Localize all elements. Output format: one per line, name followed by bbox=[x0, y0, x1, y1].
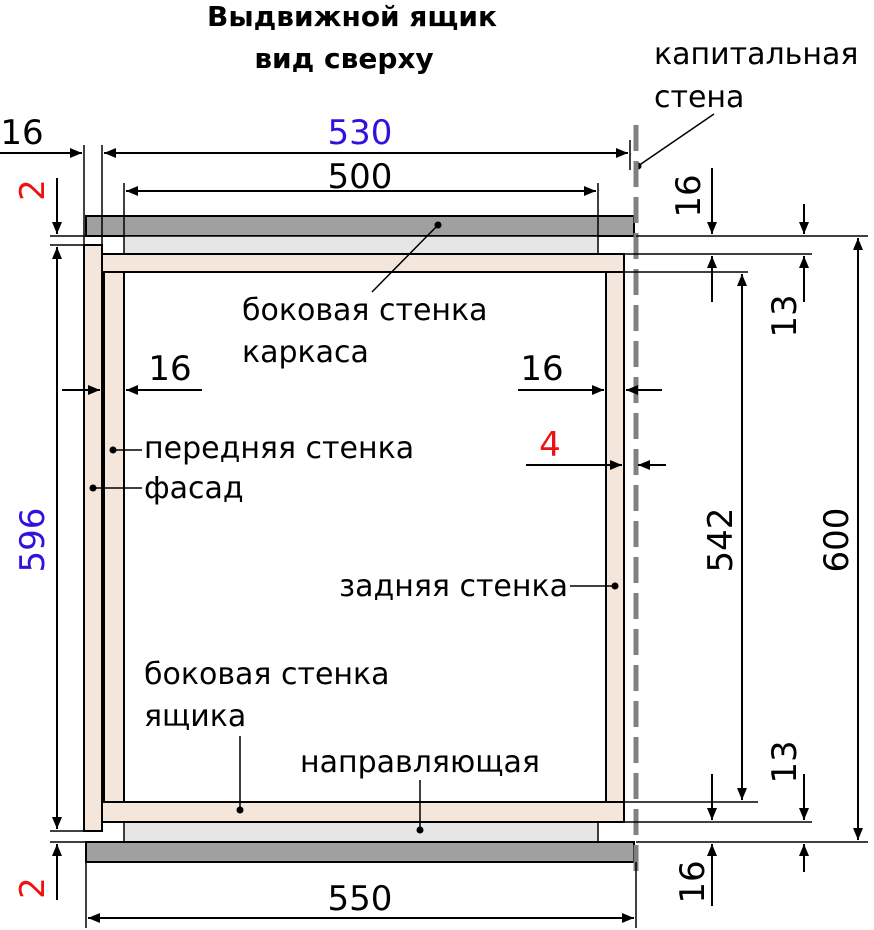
dim-596-label: 596 bbox=[13, 508, 53, 573]
rail-leader-dot bbox=[416, 826, 424, 834]
dim-16-inner-left-label: 16 bbox=[148, 349, 191, 389]
drawer-back-wall bbox=[605, 271, 625, 803]
front-wall-label: передняя стенка bbox=[144, 431, 414, 466]
drawer-front-wall bbox=[103, 271, 125, 803]
dim-16-top-left-label: 16 bbox=[0, 113, 43, 153]
dim-4-label: 4 bbox=[539, 425, 561, 465]
frame-side-leader-line bbox=[371, 224, 439, 293]
drawer-side-label-line-1: боковая стенка bbox=[144, 657, 390, 692]
dim-13-bottom-label: 13 bbox=[765, 740, 805, 783]
top-rail-outer bbox=[85, 215, 635, 237]
dim-2-bottom-label: 2 bbox=[13, 877, 53, 899]
front-wall-leader-dot bbox=[109, 446, 117, 454]
top-rail-inner bbox=[123, 235, 599, 255]
dim-16-right-bottom-label: 16 bbox=[673, 860, 713, 903]
drawer-side-leader-dot bbox=[236, 806, 244, 814]
dim-500-label: 500 bbox=[328, 157, 393, 197]
drawer-side-label-line-2: ящика bbox=[144, 699, 246, 734]
rail-label: направляющая bbox=[300, 745, 540, 780]
dim-13-top-label: 13 bbox=[765, 294, 805, 337]
dim-550-label: 550 bbox=[328, 879, 393, 919]
facade-leader-dot bbox=[89, 484, 97, 492]
bottom-rail-inner bbox=[123, 821, 599, 843]
wall-label-line-2: стена bbox=[654, 80, 744, 115]
dim-2-top-label: 2 bbox=[13, 179, 53, 201]
dim-16-right-top-label: 16 bbox=[669, 174, 709, 217]
frame-side-label-line-2: каркаса bbox=[242, 335, 369, 370]
wall-label-line-1: капитальная bbox=[654, 37, 858, 72]
dim-542-label: 542 bbox=[701, 508, 741, 573]
drawer-side-bottom bbox=[101, 801, 625, 823]
title-line-1: Выдвижной ящик bbox=[207, 0, 497, 33]
back-wall-leader-dot bbox=[611, 582, 619, 590]
frame-side-label-line-1: боковая стенка bbox=[242, 293, 488, 328]
dim-530-label: 530 bbox=[328, 113, 393, 153]
facade-label: фасад bbox=[144, 471, 244, 506]
dim-600-label: 600 bbox=[817, 508, 857, 573]
wall-leader-line bbox=[637, 113, 715, 167]
dim-16-inner-right-label: 16 bbox=[520, 349, 563, 389]
drawer-facade bbox=[83, 244, 103, 832]
drawer-side-top bbox=[101, 253, 625, 273]
bottom-rail-outer bbox=[85, 841, 635, 863]
frame-side-leader-dot bbox=[434, 221, 442, 229]
title-line-2: вид сверху bbox=[254, 42, 433, 75]
back-wall-label: задняя стенка bbox=[339, 569, 568, 604]
